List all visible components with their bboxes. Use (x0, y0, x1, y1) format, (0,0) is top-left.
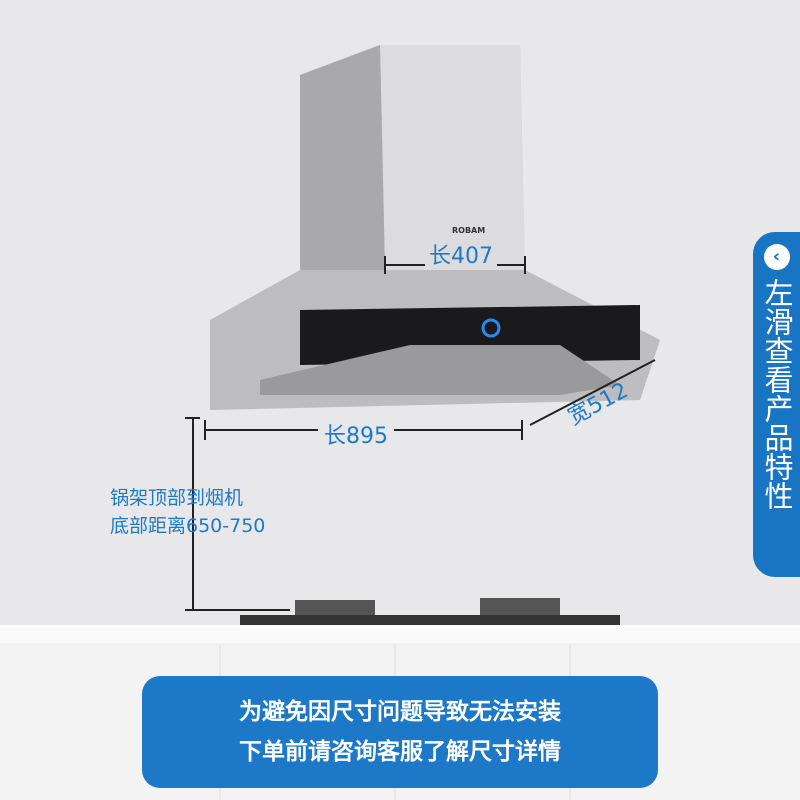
banner-line: 为避免因尺寸问题导致无法安装 (239, 699, 561, 725)
brand-logo: ROBAM (452, 226, 486, 235)
top-length-label: 长407 (425, 238, 497, 270)
banner-line: 下单前请咨询客服了解尺寸详情 (239, 739, 561, 765)
swipe-left-tab[interactable]: ‹ 左滑查看产品特性 (753, 232, 800, 577)
install-note: 锅架顶部到烟机 底部距离650-750 (110, 484, 265, 540)
side-tab-label: 左滑查看产品特性 (760, 278, 794, 510)
install-note-line: 底部距离650-750 (110, 515, 266, 537)
chevron-left-icon: ‹ (763, 244, 790, 270)
install-note-line: 锅架顶部到烟机 (110, 487, 244, 509)
length-label: 长895 (318, 418, 394, 450)
size-notice-banner: 为避免因尺寸问题导致无法安装 下单前请咨询客服了解尺寸详情 (142, 676, 658, 788)
